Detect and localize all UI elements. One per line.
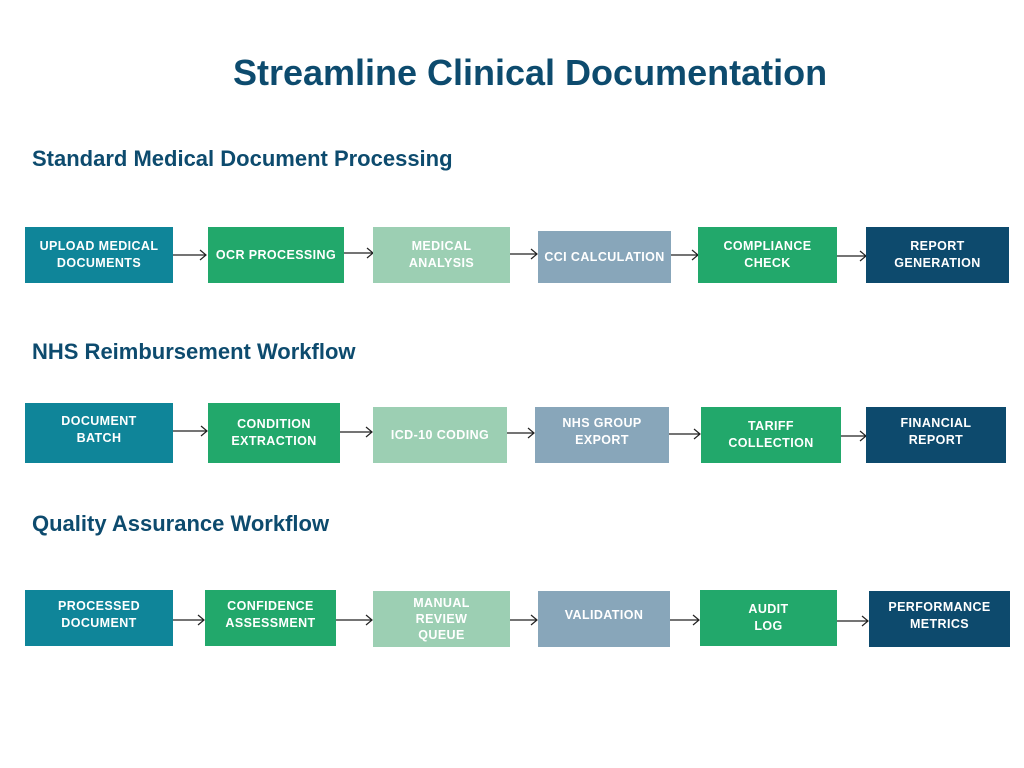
step-performance-metrics: PERFORMANCE METRICS (869, 591, 1010, 647)
arrow-right-icon (340, 426, 373, 442)
arrow-right-icon (669, 428, 701, 444)
arrow-right-icon (173, 249, 207, 265)
step-nhs-group-export: NHS GROUP EXPORT (535, 407, 669, 463)
step-condition-extraction: CONDITION EXTRACTION (208, 403, 340, 463)
step-financial-report: FINANCIAL REPORT (866, 407, 1006, 463)
step-validation: VALIDATION (538, 591, 670, 647)
arrow-right-icon (837, 615, 869, 631)
arrow-right-icon (671, 249, 699, 265)
step-icd-10-coding: ICD-10 CODING (373, 407, 507, 463)
arrow-right-icon (510, 248, 538, 264)
step-confidence-assessment: CONFIDENCE ASSESSMENT (205, 590, 336, 646)
workflow-title-qa: Quality Assurance Workflow (32, 511, 330, 536)
step-audit-log: AUDIT LOG (700, 590, 837, 646)
step-ocr-processing: OCR PROCESSING (208, 227, 344, 283)
arrow-right-icon (344, 247, 374, 263)
step-tariff-collection: TARIFF COLLECTION (701, 407, 841, 463)
step-processed-document: PROCESSED DOCUMENT (25, 590, 173, 646)
arrow-right-icon (173, 614, 205, 630)
page-title: Streamline Clinical Documentation (232, 52, 828, 93)
arrow-right-icon (670, 614, 700, 630)
arrow-right-icon (837, 250, 867, 266)
arrow-right-icon (841, 430, 867, 446)
arrow-right-icon (173, 425, 208, 441)
step-document-batch: DOCUMENT BATCH (25, 403, 173, 463)
workflow-title-standard: Standard Medical Document Processing (32, 146, 453, 171)
arrow-right-icon (507, 427, 535, 443)
step-upload-medical-documents: UPLOAD MEDICAL DOCUMENTS (25, 227, 173, 283)
step-cci-calculation: CCI CALCULATION (538, 231, 671, 283)
workflow-title-nhs: NHS Reimbursement Workflow (32, 339, 356, 364)
arrow-right-icon (510, 614, 538, 630)
step-compliance-check: COMPLIANCE CHECK (698, 227, 837, 283)
step-manual-review-queue: MANUAL REVIEW QUEUE (373, 591, 510, 647)
arrow-right-icon (336, 614, 373, 630)
step-report-generation: REPORT GENERATION (866, 227, 1009, 283)
step-medical-analysis: MEDICAL ANALYSIS (373, 227, 510, 283)
